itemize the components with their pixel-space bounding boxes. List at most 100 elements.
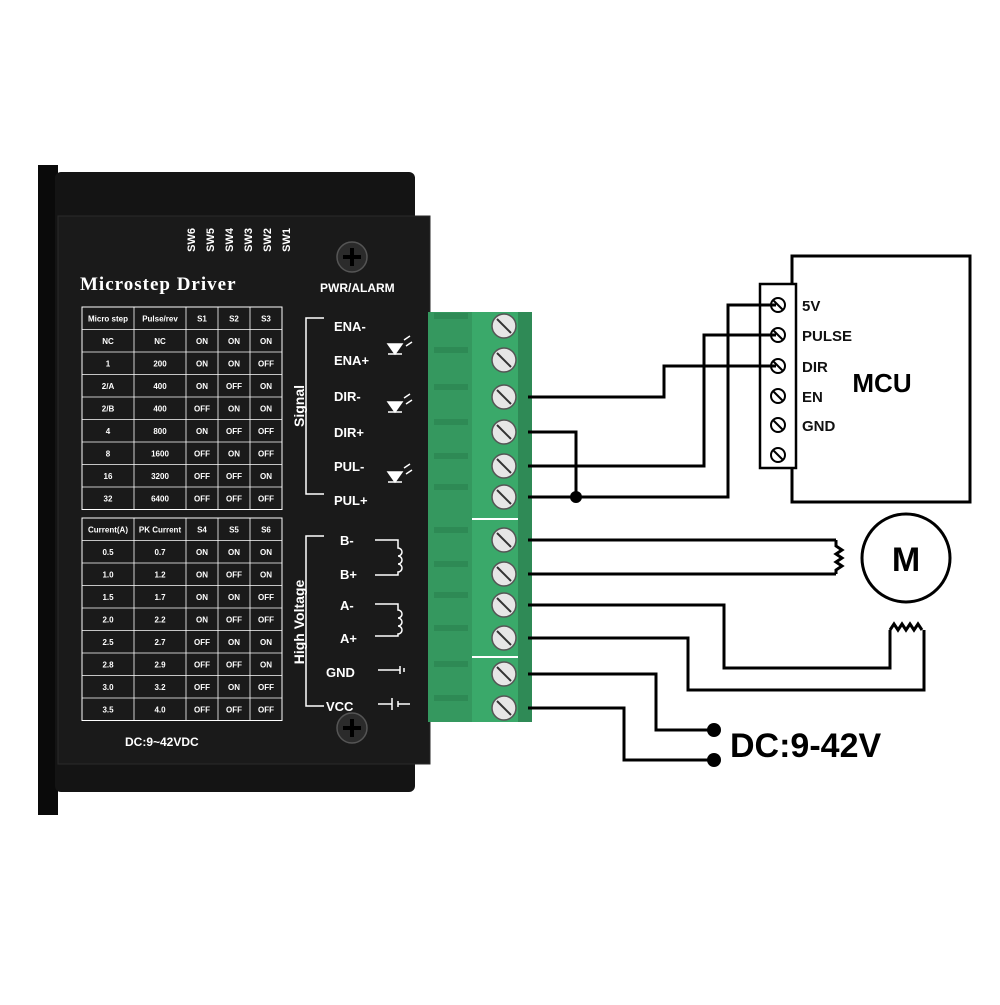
table-cell: ON: [260, 660, 272, 669]
table-cell: OFF: [226, 494, 242, 503]
screw-bottom: [336, 712, 368, 744]
table-cell: ON: [260, 638, 272, 647]
terminal-screw-icon: [434, 313, 517, 339]
terminal-block: [428, 312, 532, 722]
switch-label: SW1: [281, 228, 293, 252]
table-cell: ON: [228, 337, 240, 346]
optocoupler-icon: [386, 393, 413, 414]
table-cell: 16: [104, 472, 113, 481]
table-cell: ON: [260, 337, 272, 346]
driver-front-panel: [58, 216, 430, 764]
table-cell: OFF: [226, 382, 242, 391]
table-cell: OFF: [258, 494, 274, 503]
table-cell: ON: [228, 593, 240, 602]
table-cell: ON: [228, 359, 240, 368]
power-terminal-dot: [707, 723, 721, 737]
table-cell: OFF: [258, 449, 274, 458]
table-header: S4: [197, 525, 207, 534]
table-cell: NC: [102, 337, 114, 346]
screw-top: [336, 241, 368, 273]
table-cell: OFF: [194, 472, 210, 481]
wire-vcc: [528, 706, 712, 762]
mcu-pin-screw-icon: [770, 327, 786, 343]
table-cell: ON: [196, 337, 208, 346]
table-cell: 3.2: [154, 683, 166, 692]
table-header: S1: [197, 314, 207, 323]
terminal-screw-icon: [434, 384, 517, 410]
table-header: PK Current: [139, 525, 182, 534]
mcu-pin-label: GND: [802, 418, 836, 435]
driver-voltage-label: DC:9~42VDC: [125, 735, 199, 749]
wires: [528, 303, 926, 767]
table-cell: 0.7: [154, 548, 166, 557]
mcu-pin-label: EN: [802, 389, 823, 406]
mcu-pin-screw-icon: [770, 447, 786, 463]
hv-pin-label: GND: [326, 665, 355, 680]
mcu-pin-label: DIR: [802, 359, 828, 376]
table-cell: 6400: [151, 494, 169, 503]
hv-group-label: High Voltage: [291, 580, 307, 665]
wire-pul-plus-5v: [528, 303, 776, 499]
table-cell: 2.5: [102, 638, 114, 647]
wire-dir-plus-common: [528, 430, 578, 497]
table-cell: 3200: [151, 472, 169, 481]
table-cell: OFF: [194, 705, 210, 714]
motor: M: [860, 512, 952, 604]
table-cell: ON: [196, 382, 208, 391]
table-header: S2: [229, 314, 239, 323]
table-cell: ON: [196, 548, 208, 557]
table-cell: 2.2: [154, 615, 166, 624]
signal-pin-label: DIR-: [334, 389, 361, 404]
table-cell: OFF: [226, 427, 242, 436]
table-cell: OFF: [258, 427, 274, 436]
table-cell: OFF: [258, 593, 274, 602]
table-cell: ON: [196, 615, 208, 624]
table-cell: OFF: [226, 660, 242, 669]
table-cell: OFF: [194, 660, 210, 669]
mcu-label: MCU: [852, 368, 911, 398]
pwr-alarm-label: PWR/ALARM: [320, 281, 395, 295]
table-cell: 2.8: [102, 660, 114, 669]
table-cell: ON: [228, 638, 240, 647]
table-cell: 1.5: [102, 593, 114, 602]
table-cell: ON: [260, 570, 272, 579]
table-cell: OFF: [258, 615, 274, 624]
table-cell: 400: [153, 382, 167, 391]
table-cell: ON: [260, 472, 272, 481]
table-header: Micro step: [88, 314, 128, 323]
signal-pin-label: DIR+: [334, 425, 364, 440]
wire-motor-a-minus: [528, 603, 892, 670]
mcu-box: [790, 254, 972, 504]
table-cell: ON: [228, 404, 240, 413]
mcu-pin-screw-icon: [770, 417, 786, 433]
driver-title: Microstep Driver: [80, 274, 237, 295]
table-header: S5: [229, 525, 239, 534]
table-cell: 32: [104, 494, 113, 503]
optocoupler-icon: [386, 463, 413, 484]
table-cell: 1: [106, 359, 111, 368]
power-terminal-dot: [707, 753, 721, 767]
table-cell: ON: [228, 449, 240, 458]
signal-bracket: [305, 317, 324, 495]
driver-module: SW6 SW5 SW4 SW3 SW2 SW1 Microstep Driver…: [38, 165, 431, 815]
mcu-connector: [758, 282, 798, 470]
terminal-screw-icon: [434, 347, 517, 373]
hv-pin-label: B-: [340, 533, 354, 548]
table-cell: 2/B: [102, 404, 115, 413]
signal-pin-label: PUL-: [334, 459, 364, 474]
table-cell: ON: [196, 359, 208, 368]
table-cell: OFF: [226, 472, 242, 481]
table-header: Current(A): [88, 525, 128, 534]
switch-label: SW2: [262, 228, 274, 252]
terminal-screw-icon: [434, 561, 517, 587]
power-supply-label: DC:9-42V: [730, 727, 881, 765]
switch-label: SW3: [243, 228, 255, 252]
table-cell: 2/A: [102, 382, 115, 391]
terminal-screw-icon: [434, 592, 517, 618]
table-cell: 1600: [151, 449, 169, 458]
table-header: S6: [261, 525, 271, 534]
mcu-pin-screw-icon: [770, 388, 786, 404]
